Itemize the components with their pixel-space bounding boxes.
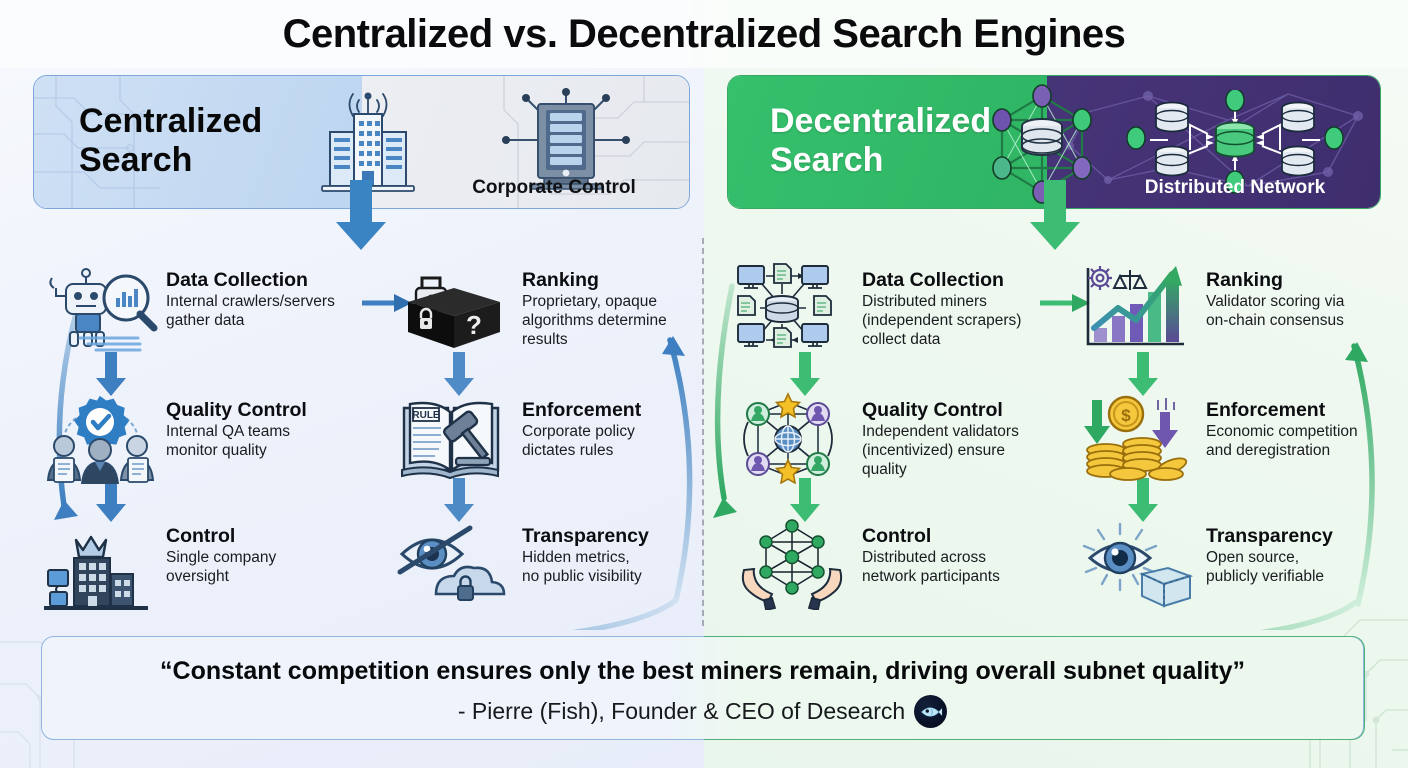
banner-centralized: Centralized Search Corporate Control — [33, 75, 690, 209]
row-desc: Corporate policy dictates rules — [522, 423, 635, 460]
row-desc: Internal QA teams monitor quality — [166, 423, 291, 460]
row-title: Data Collection — [166, 269, 308, 291]
row-text: Data Collection Distributed miners (inde… — [862, 262, 1021, 350]
row-left-enforcement: RULE Enforcement Corporate policy dictat… — [396, 392, 696, 484]
quote-text: “Constant competition ensures only the b… — [160, 657, 1245, 685]
row-left-control: Control Single company oversight — [40, 518, 370, 610]
row-text: Control Single company oversight — [166, 518, 276, 587]
row-left-ranking: ? Ranking Proprietary, opaque algorithms… — [396, 262, 696, 354]
row-desc: Distributed miners (independent scrapers… — [862, 293, 1022, 349]
row-title: Enforcement — [1206, 399, 1326, 421]
row-title: Ranking — [522, 269, 599, 291]
svg-text:RULE: RULE — [412, 410, 440, 421]
row-right-enforcement: $ — [1080, 392, 1380, 484]
banner-left-sublabel: Corporate Control — [472, 177, 636, 198]
right-colA-arrow-1 — [790, 352, 820, 396]
validator-network-star-icon — [736, 392, 858, 485]
banner-right-sublabel: Distributed Network — [1144, 177, 1326, 198]
banner-left-circuit-texture — [34, 76, 689, 208]
row-text: Data Collection Internal crawlers/server… — [166, 262, 335, 331]
row-desc: Single company oversight — [166, 549, 277, 586]
row-desc: Proprietary, opaque algorithms determine… — [522, 293, 667, 349]
row-desc: Distributed across network participants — [862, 549, 1000, 586]
growth-chart-scales-gear-icon — [1080, 262, 1202, 354]
row-desc: Open source, publicly verifiable — [1206, 549, 1325, 586]
hands-holding-network-icon — [736, 518, 858, 612]
svg-text:$: $ — [1121, 406, 1131, 425]
right-data-to-ranking-arrow — [1040, 294, 1090, 312]
open-eye-glass-cube-icon — [1080, 518, 1202, 610]
row-text: Enforcement Economic competition and der… — [1206, 392, 1358, 461]
row-title: Control — [862, 525, 932, 547]
row-left-data-collection: Data Collection Internal crawlers/server… — [40, 262, 370, 354]
quote-box-green-edge — [704, 635, 1365, 740]
left-colA-arrow-2 — [96, 478, 126, 522]
svg-text:?: ? — [466, 310, 482, 340]
background-top-band — [0, 0, 1408, 68]
right-flow-down-arrow — [1030, 180, 1080, 250]
row-text: Enforcement Corporate policy dictates ru… — [522, 392, 641, 461]
banner-right-fill-b — [1047, 76, 1380, 208]
center-divider — [702, 238, 704, 626]
right-cycle-arrows — [713, 283, 1375, 630]
row-title: Quality Control — [166, 399, 307, 421]
banner-left-fill-a — [34, 76, 362, 208]
fish-logo-icon — [914, 695, 948, 728]
banner-right-heading: Decentralized Search — [770, 102, 992, 179]
row-text: Transparency Hidden metrics, no public v… — [522, 518, 649, 587]
crowned-company-building-icon — [40, 518, 162, 610]
quote-attribution: - Pierre (Fish), Founder & CEO of Desear… — [457, 698, 906, 724]
left-colB-arrow-1 — [444, 352, 474, 396]
row-text: Quality Control Independent validators (… — [862, 392, 1019, 480]
left-colA-arrow-1 — [96, 352, 126, 396]
row-right-transparency: Transparency Open source, publicly verif… — [1080, 518, 1380, 610]
banner-decentralized: Decentralized Search Distributed Network — [727, 75, 1381, 209]
row-desc: Independent validators (incentivized) en… — [862, 423, 1019, 479]
row-text: Control Distributed across network parti… — [862, 518, 1000, 587]
row-title: Data Collection — [862, 269, 1004, 291]
page-title: Centralized vs. Decentralized Search Eng… — [282, 12, 1126, 56]
row-desc: Economic competition and deregistration — [1206, 423, 1358, 460]
row-right-quality-control: Quality Control Independent validators (… — [736, 392, 1066, 485]
row-left-transparency: Transparency Hidden metrics, no public v… — [396, 518, 696, 610]
right-colA-arrow-2 — [790, 478, 820, 522]
rulebook-gavel-icon: RULE — [396, 392, 518, 484]
distributed-computers-database-icon — [736, 262, 858, 354]
office-building-antenna-icon — [321, 92, 415, 192]
right-colB-arrow-2 — [1128, 478, 1158, 522]
row-text: Quality Control Internal QA teams monito… — [166, 392, 307, 461]
row-title: Quality Control — [862, 399, 1003, 421]
row-title: Control — [166, 525, 236, 547]
row-title: Enforcement — [522, 399, 642, 421]
row-title: Transparency — [522, 525, 649, 547]
qa-team-badge-icon — [40, 392, 162, 485]
left-flow-down-arrow — [336, 180, 386, 250]
row-desc: Internal crawlers/servers gather data — [166, 293, 335, 330]
row-right-data-collection: Data Collection Distributed miners (inde… — [736, 262, 1066, 354]
left-colB-arrow-2 — [444, 478, 474, 522]
row-text: Ranking Validator scoring via on-chain c… — [1206, 262, 1344, 331]
row-left-quality-control: Quality Control Internal QA teams monito… — [40, 392, 370, 485]
row-text: Ranking Proprietary, opaque algorithms d… — [522, 262, 667, 350]
crossed-eye-locked-cloud-icon — [396, 518, 518, 610]
row-title: Transparency — [1206, 525, 1333, 547]
row-right-control: Control Distributed across network parti… — [736, 518, 1066, 612]
row-right-ranking: Ranking Validator scoring via on-chain c… — [1080, 262, 1380, 354]
row-desc: Validator scoring via on-chain consensus — [1206, 293, 1345, 330]
black-box-lock-question-icon: ? — [396, 262, 518, 354]
robot-magnifier-icon — [40, 262, 162, 354]
banner-right-fill-a — [728, 76, 1048, 208]
right-colB-arrow-1 — [1128, 352, 1158, 396]
node-cluster-database-icon — [992, 84, 1092, 204]
row-text: Transparency Open source, publicly verif… — [1206, 518, 1333, 587]
quote-attribution-row: - Pierre (Fish), Founder & CEO of Desear… — [42, 695, 1363, 728]
distributed-database-network-icon — [1126, 90, 1344, 194]
row-title: Ranking — [1206, 269, 1283, 291]
quote-box: “Constant competition ensures only the b… — [41, 635, 1365, 740]
row-desc: Hidden metrics, no public visibility — [522, 549, 642, 586]
banner-left-heading: Centralized Search — [79, 102, 263, 179]
server-rack-icon — [502, 88, 630, 190]
left-data-to-ranking-arrow — [362, 294, 412, 312]
coins-up-down-arrows-icon: $ — [1080, 392, 1202, 484]
